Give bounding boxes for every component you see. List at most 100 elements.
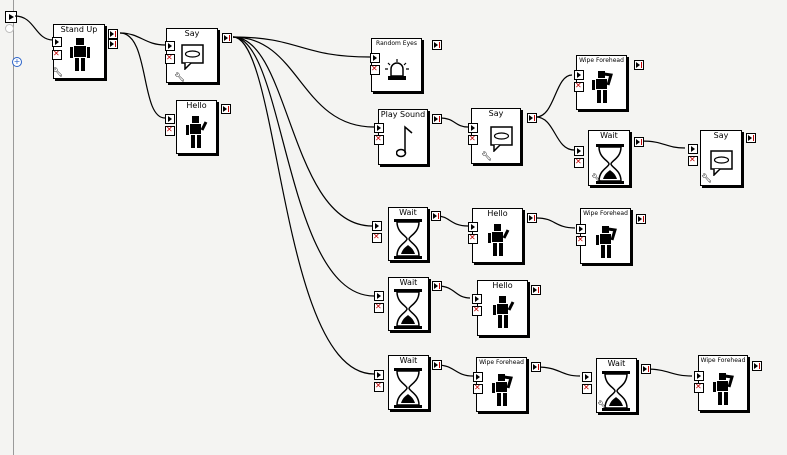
input-port-play[interactable] — [574, 70, 584, 80]
output-port[interactable] — [531, 362, 541, 372]
box-wait[interactable]: Wait — [388, 277, 431, 333]
output-port[interactable] — [527, 113, 537, 123]
left-edge-divider — [13, 0, 14, 455]
input-port-play[interactable] — [374, 123, 384, 133]
input-port-stop[interactable] — [52, 49, 62, 60]
box-wipe-forehead[interactable]: Wipe Forehead — [476, 357, 529, 414]
box-wait[interactable]: Wait 🔧︎ — [588, 130, 632, 188]
input-port-stop[interactable] — [473, 383, 483, 394]
box-hello[interactable]: Hello — [472, 208, 525, 265]
input-port-stop[interactable] — [694, 382, 704, 393]
speech-bubble-icon — [181, 44, 204, 70]
box-title: Wipe Forehead — [579, 57, 624, 64]
output-port[interactable] — [746, 133, 756, 143]
input-port-play[interactable] — [582, 372, 592, 382]
box-wait[interactable]: Wait — [388, 207, 430, 263]
output-port[interactable] — [634, 60, 644, 70]
output-port[interactable] — [222, 33, 232, 43]
box-title: Wait — [399, 278, 418, 287]
input-port-play[interactable] — [688, 144, 698, 154]
wire-start-standup — [14, 15, 54, 41]
input-port-play[interactable] — [52, 37, 62, 47]
input-port-play[interactable] — [165, 114, 175, 124]
box-title: Say — [184, 29, 200, 38]
flow-input-circle — [5, 24, 14, 33]
box-title: Say — [488, 109, 504, 118]
wrench-icon[interactable]: 🔧︎ — [52, 68, 64, 78]
input-port-stop[interactable] — [574, 81, 584, 92]
input-port-stop[interactable] — [370, 64, 380, 75]
flow-start-input-port[interactable] — [5, 11, 17, 23]
music-note-icon — [396, 125, 413, 158]
input-port-stop[interactable] — [574, 157, 584, 168]
output-port[interactable] — [431, 211, 441, 221]
wire-wait-wipe — [436, 364, 474, 377]
wire-say-wait3 — [232, 36, 375, 297]
box-play-sound[interactable]: Play Sound — [378, 109, 430, 167]
input-port-play[interactable] — [576, 224, 586, 234]
input-port-play[interactable] — [472, 294, 482, 304]
input-port-stop[interactable] — [374, 381, 384, 392]
input-port-play[interactable] — [165, 41, 175, 51]
add-input-icon[interactable]: + — [12, 57, 22, 67]
box-wipe-forehead[interactable]: Wipe Forehead — [698, 355, 750, 413]
box-hello[interactable]: Hello — [176, 100, 219, 156]
output-port[interactable] — [432, 360, 442, 370]
box-say[interactable]: Say 🔧︎ — [471, 108, 523, 166]
wrench-icon[interactable]: 🔧︎ — [174, 73, 186, 83]
box-title: Wait — [399, 208, 417, 217]
input-port-play[interactable] — [694, 371, 704, 381]
output-port[interactable] — [221, 104, 231, 114]
input-port-stop[interactable] — [374, 302, 384, 313]
siren-light-icon — [385, 59, 409, 80]
box-title: Play Sound — [380, 110, 426, 119]
input-port-play[interactable] — [370, 53, 380, 63]
input-port-stop[interactable] — [468, 134, 478, 145]
box-say[interactable]: Say 🔧︎ — [700, 130, 744, 188]
robot-wiping-icon — [592, 71, 613, 103]
box-wipe-forehead[interactable]: Wipe Forehead — [580, 208, 633, 266]
wrench-icon[interactable]: 🔧︎ — [701, 174, 713, 184]
box-wipe-forehead[interactable]: Wipe Forehead — [576, 55, 629, 112]
wire-say-wipe — [535, 74, 573, 118]
output-port[interactable] — [636, 214, 646, 224]
output-port[interactable] — [527, 213, 537, 223]
box-hello[interactable]: Hello — [477, 280, 530, 338]
speech-bubble-icon — [710, 150, 733, 176]
input-port-stop[interactable] — [688, 155, 698, 166]
output-port[interactable] — [531, 285, 541, 295]
input-port-play[interactable] — [372, 221, 382, 231]
output-port[interactable] — [108, 39, 118, 49]
output-port[interactable] — [641, 364, 651, 374]
output-port[interactable] — [634, 137, 644, 147]
output-port[interactable] — [432, 281, 442, 291]
input-port-play[interactable] — [374, 291, 384, 301]
input-port-play[interactable] — [374, 370, 384, 380]
wire-say-wait4 — [232, 36, 375, 375]
wrench-icon[interactable]: 🔧︎ — [481, 152, 493, 162]
wrench-icon[interactable]: 🔧︎ — [597, 401, 609, 411]
box-wait[interactable]: Wait — [388, 355, 431, 412]
output-port[interactable] — [432, 114, 442, 124]
input-port-stop[interactable] — [374, 134, 384, 145]
input-port-play[interactable] — [473, 372, 483, 382]
input-port-stop[interactable] — [468, 233, 478, 244]
output-port[interactable] — [108, 29, 118, 39]
wrench-icon[interactable]: 🔧︎ — [591, 174, 603, 184]
robot-waving-icon — [493, 296, 515, 328]
input-port-stop[interactable] — [582, 383, 592, 394]
output-port[interactable] — [752, 361, 762, 371]
input-port-stop[interactable] — [576, 235, 586, 246]
input-port-play[interactable] — [468, 123, 478, 133]
box-wait[interactable]: Wait 🔧︎ — [596, 358, 639, 415]
input-port-stop[interactable] — [165, 53, 175, 64]
input-port-stop[interactable] — [165, 125, 175, 136]
input-port-play[interactable] — [468, 222, 478, 232]
input-port-stop[interactable] — [372, 232, 382, 243]
wire-wait-hello — [436, 215, 469, 227]
output-port[interactable] — [432, 40, 442, 50]
hourglass-icon — [394, 368, 422, 408]
input-port-stop[interactable] — [472, 305, 482, 316]
robot-waving-icon — [488, 224, 510, 256]
input-port-play[interactable] — [574, 146, 584, 156]
